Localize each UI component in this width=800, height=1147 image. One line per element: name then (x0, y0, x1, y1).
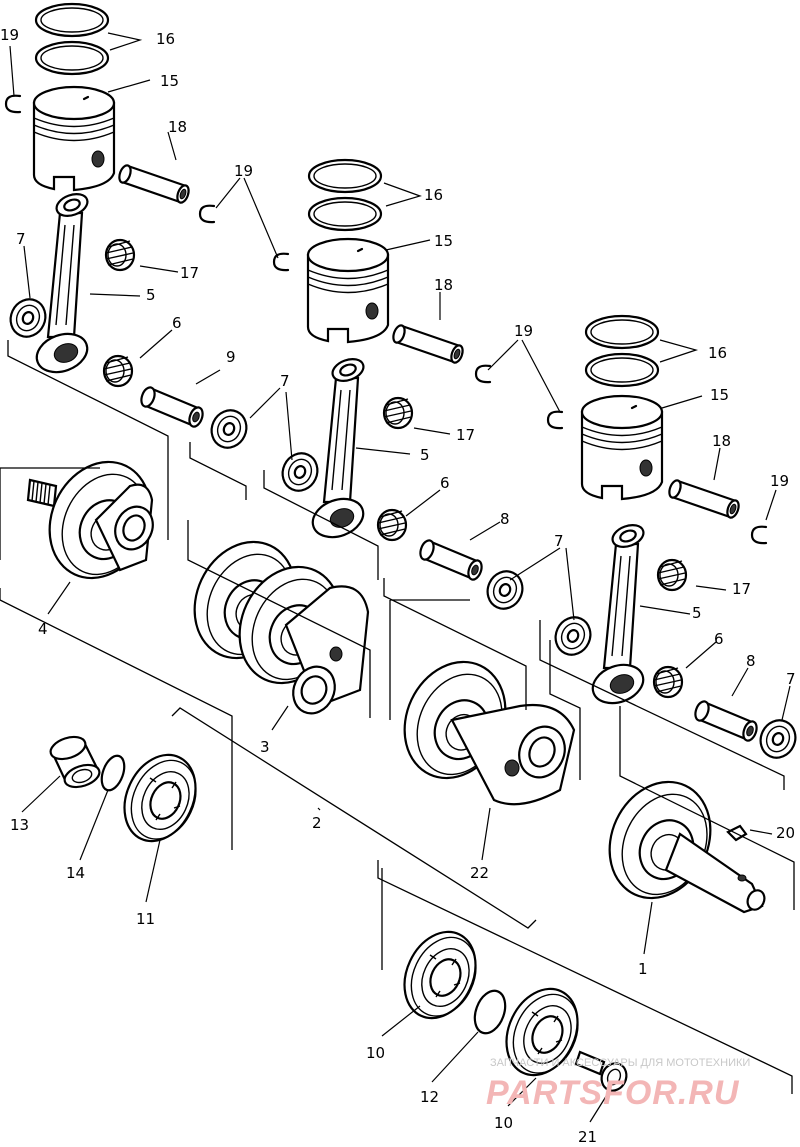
piston-pin-1 (116, 162, 192, 206)
circlip-1a (4, 94, 22, 114)
callout-numbers: 16 19 15 18 19 16 15 7 17 5 18 6 9 19 16… (0, 26, 796, 1146)
callout-16: 16 (156, 30, 175, 48)
callout-6: 6 (172, 314, 182, 332)
callout-16: 16 (708, 344, 727, 362)
thrust-washer-3 (275, 446, 325, 498)
circlip-2a (272, 252, 290, 272)
callout-14: 14 (66, 864, 85, 882)
callout-16: 16 (424, 186, 443, 204)
watermark: ЗАПЧАСТИ И АКСЕССУАРЫ ДЛЯ МОТОТЕХНИКИ PA… (486, 1057, 750, 1112)
callout-7: 7 (554, 532, 564, 550)
crank-web-4 (26, 444, 170, 596)
callout-18: 18 (168, 118, 187, 136)
circlip-3b (750, 525, 768, 545)
piston-ring-1a (34, 2, 110, 38)
callout-12: 12 (420, 1088, 439, 1106)
callout-22: 22 (470, 864, 489, 882)
crank-pin-9 (137, 384, 207, 430)
callout-2: 2 (312, 814, 322, 832)
watermark-logo: PARTSFOR.RU (486, 1074, 740, 1112)
circlip-1b (198, 204, 216, 224)
callout-15: 15 (160, 72, 179, 90)
piston-pin-2 (390, 322, 466, 366)
needle-bearing-small-2 (382, 396, 414, 430)
callout-6: 6 (440, 474, 450, 492)
crank-web-3 (175, 524, 370, 715)
assembly-brackets (0, 340, 795, 1094)
snap-ring-12 (473, 989, 507, 1035)
connecting-rod-3 (586, 520, 650, 711)
callout-19: 19 (234, 162, 253, 180)
callout-21: 21 (578, 1128, 597, 1146)
callout-8: 8 (746, 652, 756, 670)
callout-3: 3 (260, 738, 270, 756)
callout-6: 6 (714, 630, 724, 648)
needle-bearing-small-1 (104, 238, 136, 272)
circlip-2b (474, 364, 492, 384)
callout-20: 20 (776, 824, 795, 842)
callout-5: 5 (420, 446, 430, 464)
callout-4: 4 (38, 620, 48, 638)
callout-10: 10 (366, 1044, 385, 1062)
leader-lines (9, 32, 791, 1123)
connecting-rod-1 (30, 189, 94, 380)
piston-3 (580, 394, 664, 501)
callout-1: 1 (638, 960, 648, 978)
circlip-3a (546, 410, 564, 430)
thrust-washer-2 (204, 403, 254, 455)
thrust-washer-6 (753, 713, 800, 765)
needle-bearing-big-3 (652, 665, 684, 699)
piston-ring-3a (584, 314, 660, 350)
callout-11: 11 (136, 910, 155, 928)
crank-end-1 (590, 764, 766, 916)
connecting-rod-2 (306, 354, 370, 545)
snap-ring-14 (100, 754, 126, 792)
bearing-11 (109, 742, 211, 854)
crank-web-22 (385, 644, 576, 806)
callout-13: 13 (10, 816, 29, 834)
needle-bearing-small-3 (656, 558, 688, 592)
piston-pin-3 (666, 477, 742, 521)
crank-pin-8a (416, 537, 486, 583)
callout-8: 8 (500, 510, 510, 528)
callout-7: 7 (16, 230, 26, 248)
callout-18: 18 (712, 432, 731, 450)
callout-17: 17 (732, 580, 751, 598)
needle-bearing-big-2 (376, 508, 408, 542)
callout-15: 15 (434, 232, 453, 250)
bolt-21 (574, 1050, 628, 1092)
callout-7: 7 (280, 372, 290, 390)
piston-ring-3b (584, 352, 660, 388)
watermark-tagline: ЗАПЧАСТИ И АКСЕССУАРЫ ДЛЯ МОТОТЕХНИКИ (490, 1057, 750, 1069)
bearing-10b (491, 976, 593, 1088)
callout-17: 17 (180, 264, 199, 282)
callout-17: 17 (456, 426, 475, 444)
woodruff-key-20 (726, 824, 748, 842)
callout-19: 19 (514, 322, 533, 340)
oil-seal-13 (49, 735, 101, 789)
piston-1 (32, 85, 116, 192)
thrust-washer-5 (548, 610, 598, 662)
callout-7: 7 (786, 670, 796, 688)
callout-10: 10 (494, 1114, 513, 1132)
piston-ring-2b (307, 196, 383, 232)
thrust-washer-1 (3, 292, 53, 344)
callout-5: 5 (692, 604, 702, 622)
callout-18: 18 (434, 276, 453, 294)
callout-19: 19 (0, 26, 19, 44)
callout-9: 9 (226, 348, 236, 366)
needle-bearing-big-1 (102, 354, 134, 388)
piston-ring-2a (307, 158, 383, 194)
piston-2 (306, 237, 390, 344)
crank-pin-8b (691, 698, 761, 744)
callout-15: 15 (710, 386, 729, 404)
piston-ring-1b (34, 40, 110, 76)
callout-19: 19 (770, 472, 789, 490)
callout-5: 5 (146, 286, 156, 304)
